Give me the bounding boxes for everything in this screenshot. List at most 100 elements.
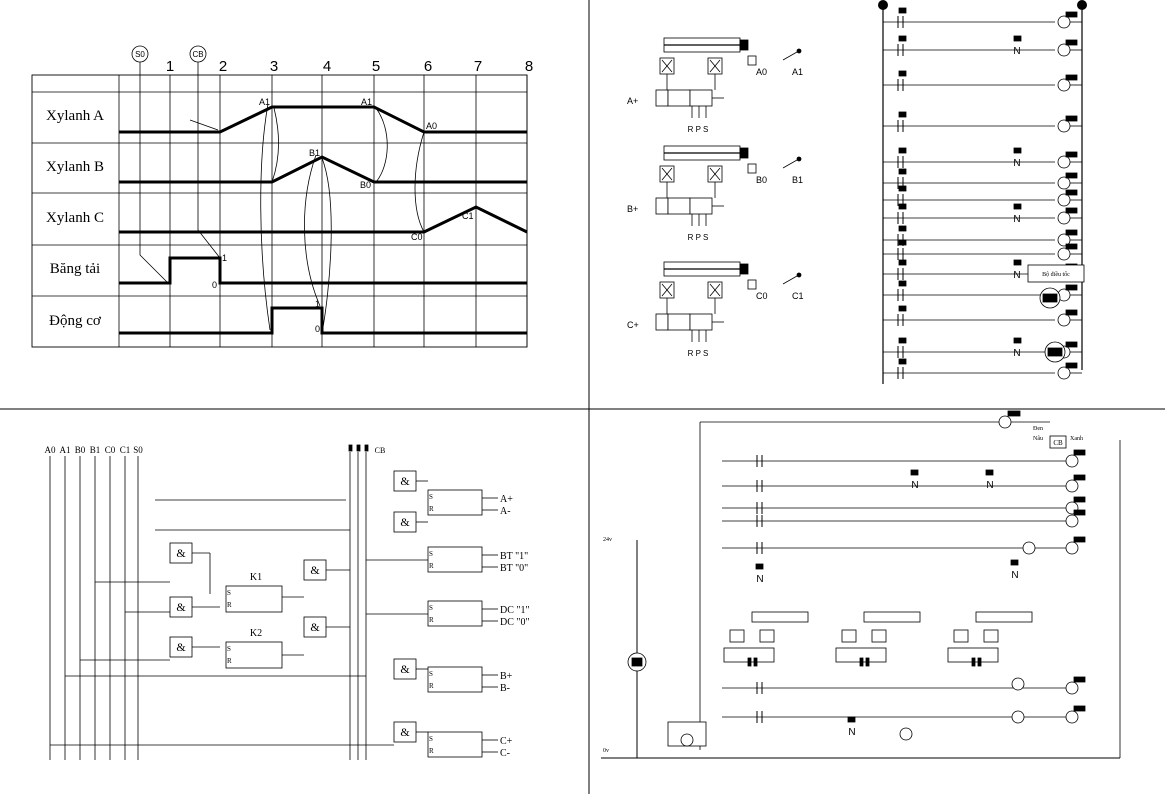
wiring-coil-tag-5 [1073, 676, 1086, 683]
n-contact-7: N [1013, 214, 1020, 225]
timing-frame [31, 74, 528, 348]
coil-tag-11 [1065, 284, 1078, 291]
coil-icon-6 [1057, 193, 1071, 207]
output-reset-label-0: A- [500, 506, 511, 517]
coil-tag-5 [1065, 172, 1078, 179]
coil-tag-7 [1065, 207, 1078, 214]
output-r-1: R [429, 562, 434, 570]
speed-controller-box [1027, 264, 1085, 283]
rail-left-terminal-icon [878, 0, 888, 10]
rod-end-1 [739, 147, 749, 159]
step-label-6: 6 [424, 58, 432, 75]
contact-tag-3 [898, 111, 907, 118]
wiring-valve-left-0 [729, 629, 745, 643]
input-label-b0: B0 [75, 445, 86, 455]
rung-6 [883, 185, 1082, 207]
label-xanh: Xanh [1070, 436, 1083, 442]
signal-xylanh-c [119, 205, 528, 234]
wiring-n-tag-3 [847, 716, 856, 723]
lamp-tag-top [1007, 410, 1021, 417]
contact-tag-6 [898, 185, 907, 192]
wiring-n-contact-4: N [1011, 570, 1018, 581]
contact-tag-9 [898, 239, 907, 246]
coil-icon-4 [1057, 155, 1071, 169]
wiring-valve-left-1 [841, 629, 857, 643]
output-s-3: S [429, 670, 433, 678]
n-contact-10: N [1013, 270, 1020, 281]
row-label-3: Băng tải [50, 261, 100, 277]
step-label-3: 3 [270, 58, 278, 75]
bus-tag-1 [356, 444, 361, 452]
output-reset-label-4: C- [500, 748, 510, 759]
output-reset-label-2: DC "0" [500, 617, 530, 628]
limit-switch-0-0 [747, 55, 757, 66]
rung-8 [883, 225, 1082, 247]
wiring-coil-tag-6 [1073, 705, 1086, 712]
wiring-valve-right-1 [871, 629, 887, 643]
contact-tag-7 [898, 203, 907, 210]
output-latch-2 [427, 600, 483, 627]
wiring-coil-icon-6 [1065, 710, 1079, 724]
valve-right-cross-b-1 [709, 167, 721, 181]
valve-label-2: C+ [627, 320, 639, 330]
step-label-2: 2 [219, 58, 227, 75]
input-label-a1: A1 [60, 445, 71, 455]
wiring-coil-icon-5 [1065, 681, 1079, 695]
wiring-valve-term-a-2 [971, 657, 976, 667]
sensor-1-label-2: C1 [792, 291, 804, 301]
output-r-2: R [429, 616, 434, 624]
wiring-lamp-icon-a [1011, 677, 1025, 691]
label-a0: A0 [426, 121, 437, 131]
latch-label-1: K2 [250, 628, 262, 639]
coil-tag-9 [1065, 243, 1078, 250]
timing-grid [31, 74, 528, 348]
valve-left-cross-b-0 [661, 59, 673, 73]
valve-block-a-1 [667, 197, 691, 215]
contact-tag-13 [898, 337, 907, 344]
speed-controller-label: Bộ điều tốc [1042, 271, 1070, 278]
rung-0 [883, 7, 1082, 29]
input-label-c1: C1 [120, 445, 131, 455]
valve-block-b-0 [689, 89, 713, 107]
n-tag-4 [1013, 147, 1022, 154]
wiring-n-tag-0 [910, 469, 919, 476]
output-r-4: R [429, 747, 434, 755]
wiring-n-tag-2 [755, 563, 764, 570]
input-label-a0: A0 [45, 445, 56, 455]
wiring-cylinder-0 [751, 611, 809, 623]
coil-icon-7 [1057, 211, 1071, 225]
rung-3 [883, 111, 1082, 133]
limit-switch-1-roller-1 [796, 156, 802, 162]
and-gate-symbol-0: & [176, 546, 186, 560]
valve-actuator-2 [655, 313, 669, 331]
contact-tag-14 [898, 358, 907, 365]
sensor-0-label-0: A0 [756, 67, 767, 77]
label-c0: C0 [411, 232, 423, 242]
rail-right-terminal-icon [1077, 0, 1087, 10]
wiring-coil-tag-4 [1073, 536, 1086, 543]
step-label-4: 4 [323, 58, 331, 75]
rod-end-0 [739, 39, 749, 51]
output-reset-label-1: BT "0" [500, 563, 528, 574]
coil-tag-1 [1065, 39, 1078, 46]
bus-tag-0 [348, 444, 353, 452]
label-b0: B0 [360, 180, 371, 190]
step-label-8: 8 [525, 58, 533, 75]
n-tag-13 [1013, 337, 1022, 344]
output-s-4: S [429, 735, 433, 743]
lamp-icon-top [998, 415, 1012, 429]
n-contact-13: N [1013, 348, 1020, 359]
valve-left-cross-b-1 [661, 167, 673, 181]
limit-switch-1-lever-0 [782, 51, 798, 61]
rod-end-2 [739, 263, 749, 275]
contact-tag-4 [898, 147, 907, 154]
output-s-1: S [429, 550, 433, 558]
latch-s-1: S [227, 645, 231, 653]
sensor-1-label-1: B1 [792, 175, 803, 185]
row-label-1: Xylanh B [46, 159, 104, 175]
wiring-coil-icon-1 [1065, 479, 1079, 493]
coil-tag-0 [1065, 11, 1078, 18]
